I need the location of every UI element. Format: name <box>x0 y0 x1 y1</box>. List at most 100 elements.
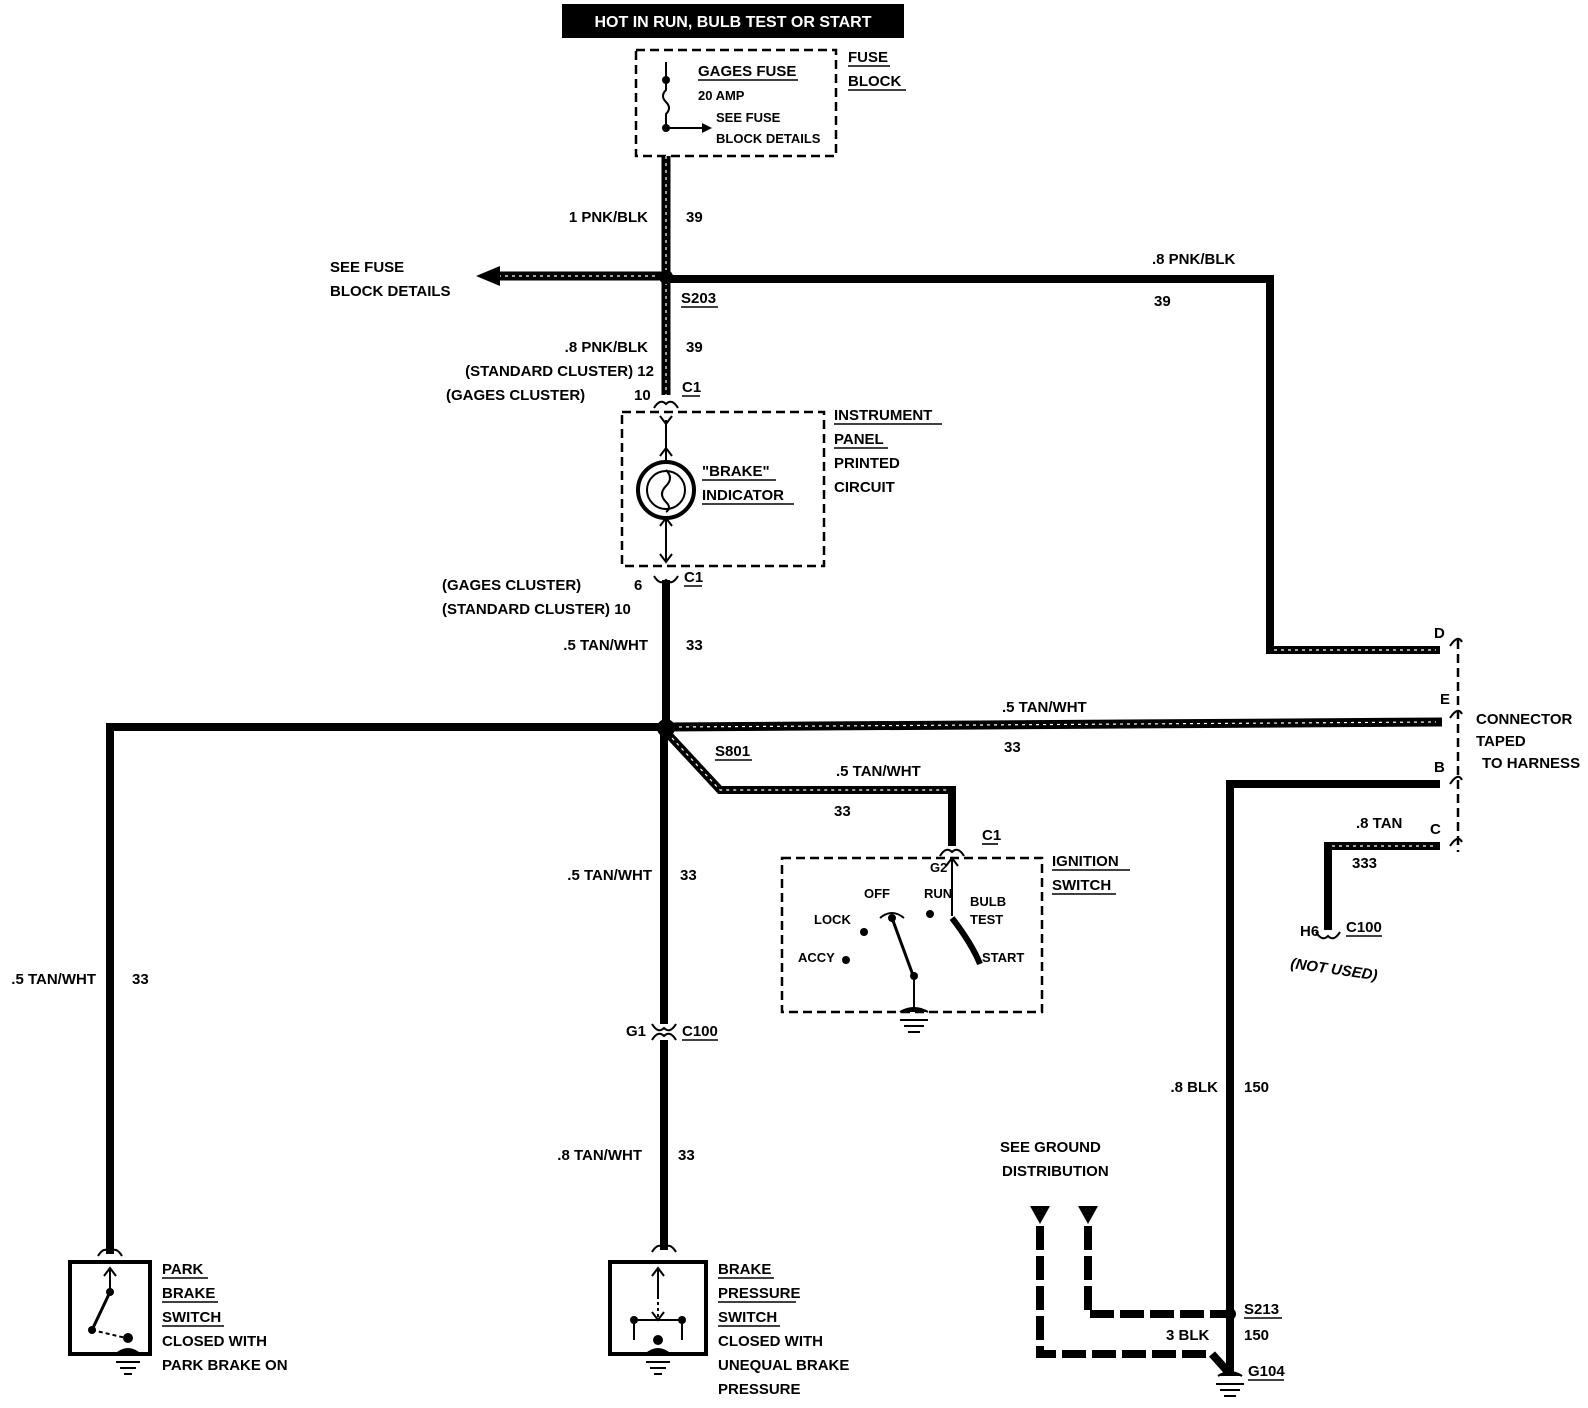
pin-d-label: D <box>1434 625 1445 642</box>
wire-4-gauge: .5 TAN/WHT <box>567 867 652 884</box>
wire-3-gauge: .5 TAN/WHT <box>563 637 648 654</box>
brake-indicator-line1: "BRAKE" <box>702 463 770 480</box>
s203-label: S203 <box>681 290 716 307</box>
ign-g2-label: G2 <box>930 860 947 875</box>
c100-connector <box>651 1023 677 1041</box>
instrument-cluster: "BRAKE" INDICATOR INSTRUMENT PANEL PRINT… <box>620 407 942 568</box>
wire-3-circuit: 33 <box>686 637 703 654</box>
park-label-2: BRAKE <box>162 1285 215 1302</box>
panel-label-2: PANEL <box>834 431 884 448</box>
ign-start-label: START <box>982 950 1024 965</box>
fuse-block: GAGES FUSE 20 AMP SEE FUSE BLOCK DETAILS… <box>634 48 906 158</box>
park-label-1: PARK <box>162 1261 204 1278</box>
banner-text: HOT IN RUN, BULB TEST OR START <box>594 14 871 31</box>
gages-cluster-top: (GAGES CLUSTER) <box>446 387 585 404</box>
taped-connector: D E B C CONNECTOR TAPED TO HARNESS <box>1430 625 1580 852</box>
left-wire-gauge: .5 TAN/WHT <box>11 971 96 988</box>
wire-2-gauge: .8 PNK/BLK <box>565 339 649 356</box>
wire-39-right <box>666 275 1440 654</box>
pressure-label-4: CLOSED WITH <box>718 1333 823 1350</box>
wire-4-circuit: 33 <box>680 867 697 884</box>
pressure-label-1: BRAKE <box>718 1261 771 1278</box>
ground-distribution <box>1030 1206 1244 1397</box>
ign-test-label: TEST <box>970 912 1003 927</box>
s213-label: S213 <box>1244 1301 1279 1318</box>
ign-accy-label: ACCY <box>798 950 835 965</box>
park-brake-switch: PARK BRAKE SWITCH CLOSED WITH PARK BRAKE… <box>68 1248 288 1375</box>
c1-top-label: C1 <box>682 379 701 396</box>
ignition-name-2: SWITCH <box>1052 877 1111 894</box>
brake-pressure-switch: BRAKE PRESSURE SWITCH CLOSED WITH UNEQUA… <box>608 1244 849 1398</box>
not-used-label: (NOT USED) <box>1289 955 1378 984</box>
power-source-banner: HOT IN RUN, BULB TEST OR START <box>562 4 904 38</box>
wire-5-circuit: 33 <box>678 1147 695 1164</box>
tan-wire-circuit: 333 <box>1352 855 1377 872</box>
ign-c1-label: C1 <box>982 827 1001 844</box>
connector-note-3: TO HARNESS <box>1482 755 1580 772</box>
fuse-block-label-1: FUSE <box>848 49 888 66</box>
pressure-label-3: SWITCH <box>718 1309 777 1326</box>
wire-1-gauge: 1 PNK/BLK <box>569 209 648 226</box>
c100-label: C100 <box>682 1023 718 1040</box>
wire-e-gauge: .5 TAN/WHT <box>1002 699 1087 716</box>
wire-1-circuit: 39 <box>686 209 703 226</box>
c1-bottom-label: C1 <box>684 569 703 586</box>
ignition-name-1: IGNITION <box>1052 853 1119 870</box>
panel-label-1: INSTRUMENT <box>834 407 932 424</box>
pin-e-label: E <box>1440 691 1450 708</box>
c1-top-connector-icon <box>653 400 679 409</box>
pressure-label-2: PRESSURE <box>718 1285 801 1302</box>
blk3-label: 3 BLK <box>1166 1327 1210 1344</box>
connector-note-1: CONNECTOR <box>1476 711 1573 728</box>
park-label-3: SWITCH <box>162 1309 221 1326</box>
fuse-block-label-2: BLOCK <box>848 73 901 90</box>
s213-circuit: 150 <box>1244 1327 1269 1344</box>
panel-label-3: PRINTED <box>834 455 900 472</box>
park-label-5: PARK BRAKE ON <box>162 1357 288 1374</box>
ign-run-label: RUN <box>924 886 952 901</box>
panel-label-4: CIRCUIT <box>834 479 895 496</box>
s801-label: S801 <box>715 743 750 760</box>
pin-b-label: B <box>1434 759 1445 776</box>
ign-wire-circuit: 33 <box>834 803 851 820</box>
wire-5-gauge: .8 TAN/WHT <box>557 1147 642 1164</box>
right-wire-circuit: 39 <box>1154 293 1171 310</box>
g1-label: G1 <box>626 1023 646 1040</box>
pressure-label-5: UNEQUAL BRAKE <box>718 1357 849 1374</box>
ign-off-label: OFF <box>864 886 890 901</box>
wire-e-circuit: 33 <box>1004 739 1021 756</box>
std-cluster-top: (STANDARD CLUSTER) 12 <box>465 363 654 380</box>
wire-333 <box>1315 842 1440 940</box>
gages-pin-bottom: 6 <box>634 577 642 594</box>
ignition-switch: C1 G2 OFF RUN BULB TEST LOCK ACCY START … <box>780 827 1130 1033</box>
pressure-label-6: PRESSURE <box>718 1381 801 1398</box>
fuse-see-line1: SEE FUSE <box>716 110 781 125</box>
ign-wire-gauge: .5 TAN/WHT <box>836 763 921 780</box>
see-fuse-line1: SEE FUSE <box>330 259 404 276</box>
h6-label: H6 <box>1300 923 1319 940</box>
gages-pin-top: 10 <box>634 387 651 404</box>
connector-note-2: TAPED <box>1476 733 1526 750</box>
park-label-4: CLOSED WITH <box>162 1333 267 1350</box>
fuse-rating: 20 AMP <box>698 88 745 103</box>
wire-2-circuit: 39 <box>686 339 703 356</box>
s801-splice <box>106 717 1443 1254</box>
c100-right-label: C100 <box>1346 919 1382 936</box>
g104-label: G104 <box>1248 1363 1285 1380</box>
fuse-name: GAGES FUSE <box>698 63 796 80</box>
fuse-see-line2: BLOCK DETAILS <box>716 131 821 146</box>
right-wire-gauge: .8 PNK/BLK <box>1152 251 1236 268</box>
brake-indicator-line2: INDICATOR <box>702 487 784 504</box>
see-ground-line1: SEE GROUND <box>1000 1139 1101 1156</box>
see-ground-line2: DISTRIBUTION <box>1002 1163 1109 1180</box>
blk-wire-circuit: 150 <box>1244 1079 1269 1096</box>
ign-bulb-label: BULB <box>970 894 1006 909</box>
std-cluster-bottom: (STANDARD CLUSTER) 10 <box>442 601 631 618</box>
left-wire-circuit: 33 <box>132 971 149 988</box>
gages-cluster-bottom: (GAGES CLUSTER) <box>442 577 581 594</box>
see-fuse-line2: BLOCK DETAILS <box>330 283 451 300</box>
tan-wire-gauge: .8 TAN <box>1356 815 1402 832</box>
blk-wire-gauge: .8 BLK <box>1170 1079 1218 1096</box>
pin-c-label: C <box>1430 821 1441 838</box>
